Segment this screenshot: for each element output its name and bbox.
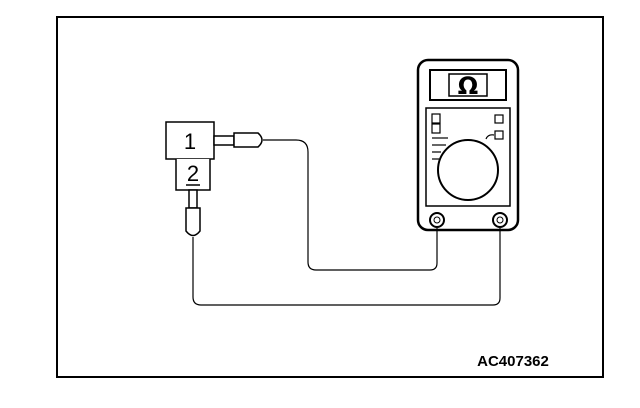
probe-right-body bbox=[233, 132, 263, 148]
connector: 1 2 bbox=[165, 121, 215, 191]
connector-terminal-1-cell bbox=[165, 121, 215, 160]
figure-id: AC407362 bbox=[477, 353, 549, 370]
figure-frame bbox=[56, 16, 604, 378]
lead-wire-terminal-2 bbox=[192, 228, 501, 306]
terminal-2-label: 2 bbox=[187, 161, 199, 186]
range-indicator-1 bbox=[494, 114, 504, 124]
range-indicator-2 bbox=[494, 130, 504, 140]
probe-right bbox=[213, 132, 263, 148]
meter-display-inner bbox=[448, 73, 488, 97]
probe-down-pin bbox=[188, 189, 198, 209]
meter-jack-right-hole bbox=[496, 216, 504, 224]
selector-dial bbox=[437, 139, 499, 201]
lead-wire-terminal-1 bbox=[263, 139, 438, 271]
probe-down bbox=[185, 189, 201, 237]
probe-right-pin bbox=[213, 135, 235, 146]
multimeter: Ω bbox=[416, 58, 520, 232]
probe-down-body bbox=[185, 207, 201, 237]
meter-jack-left-hole bbox=[433, 216, 441, 224]
meter-display bbox=[429, 69, 507, 101]
ohm-symbol: Ω bbox=[458, 72, 478, 100]
switch-indicator-2 bbox=[431, 123, 441, 134]
dial-scale-ticks bbox=[432, 134, 495, 160]
switch-indicator-1 bbox=[431, 113, 441, 124]
terminal-1-label: 1 bbox=[184, 129, 196, 154]
